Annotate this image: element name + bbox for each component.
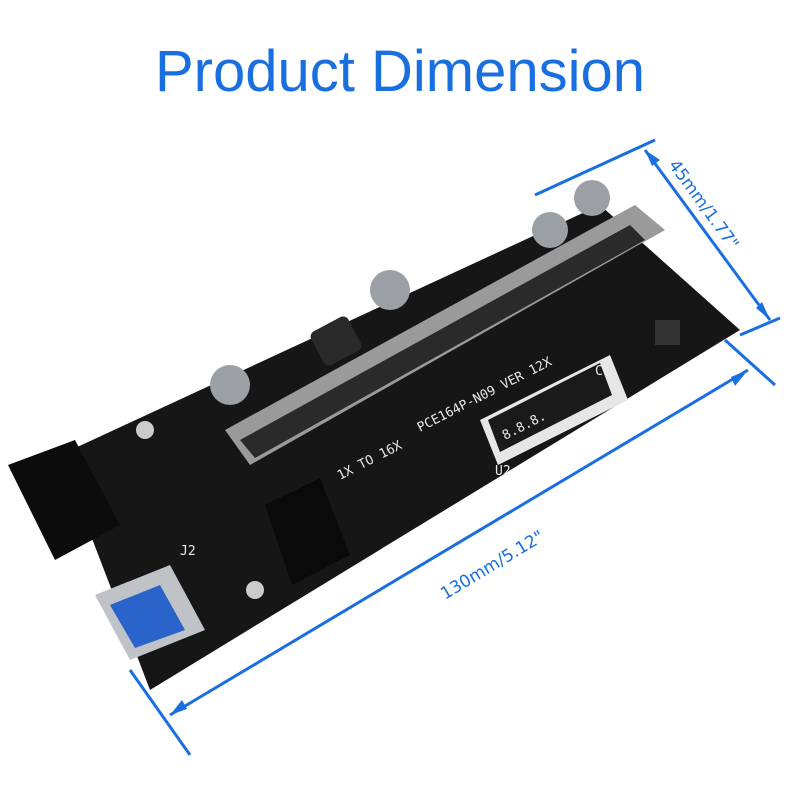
length-dimension-line <box>169 368 749 717</box>
dimension-lines <box>128 138 781 756</box>
reset-button <box>655 320 680 345</box>
celsius-label: C <box>595 364 603 379</box>
6pin-connector <box>265 478 350 585</box>
riser-board: 8.8.8. PCE164P-N09 VER 12X 1X TO 16X C F… <box>8 180 740 690</box>
power-connector <box>8 440 120 560</box>
length-label: 130mm/5.12" <box>437 527 548 604</box>
page-title: Product Dimension <box>155 39 645 104</box>
fahrenheit-label: F <box>600 401 608 416</box>
connector-label: J2 <box>180 544 196 559</box>
width-label: 45mm/1.77" <box>664 156 743 254</box>
arrowheads <box>170 150 770 715</box>
capacitors <box>210 180 610 405</box>
display-label: U2 <box>495 464 511 479</box>
width-dimension-line <box>643 149 772 321</box>
inductor <box>310 316 362 366</box>
